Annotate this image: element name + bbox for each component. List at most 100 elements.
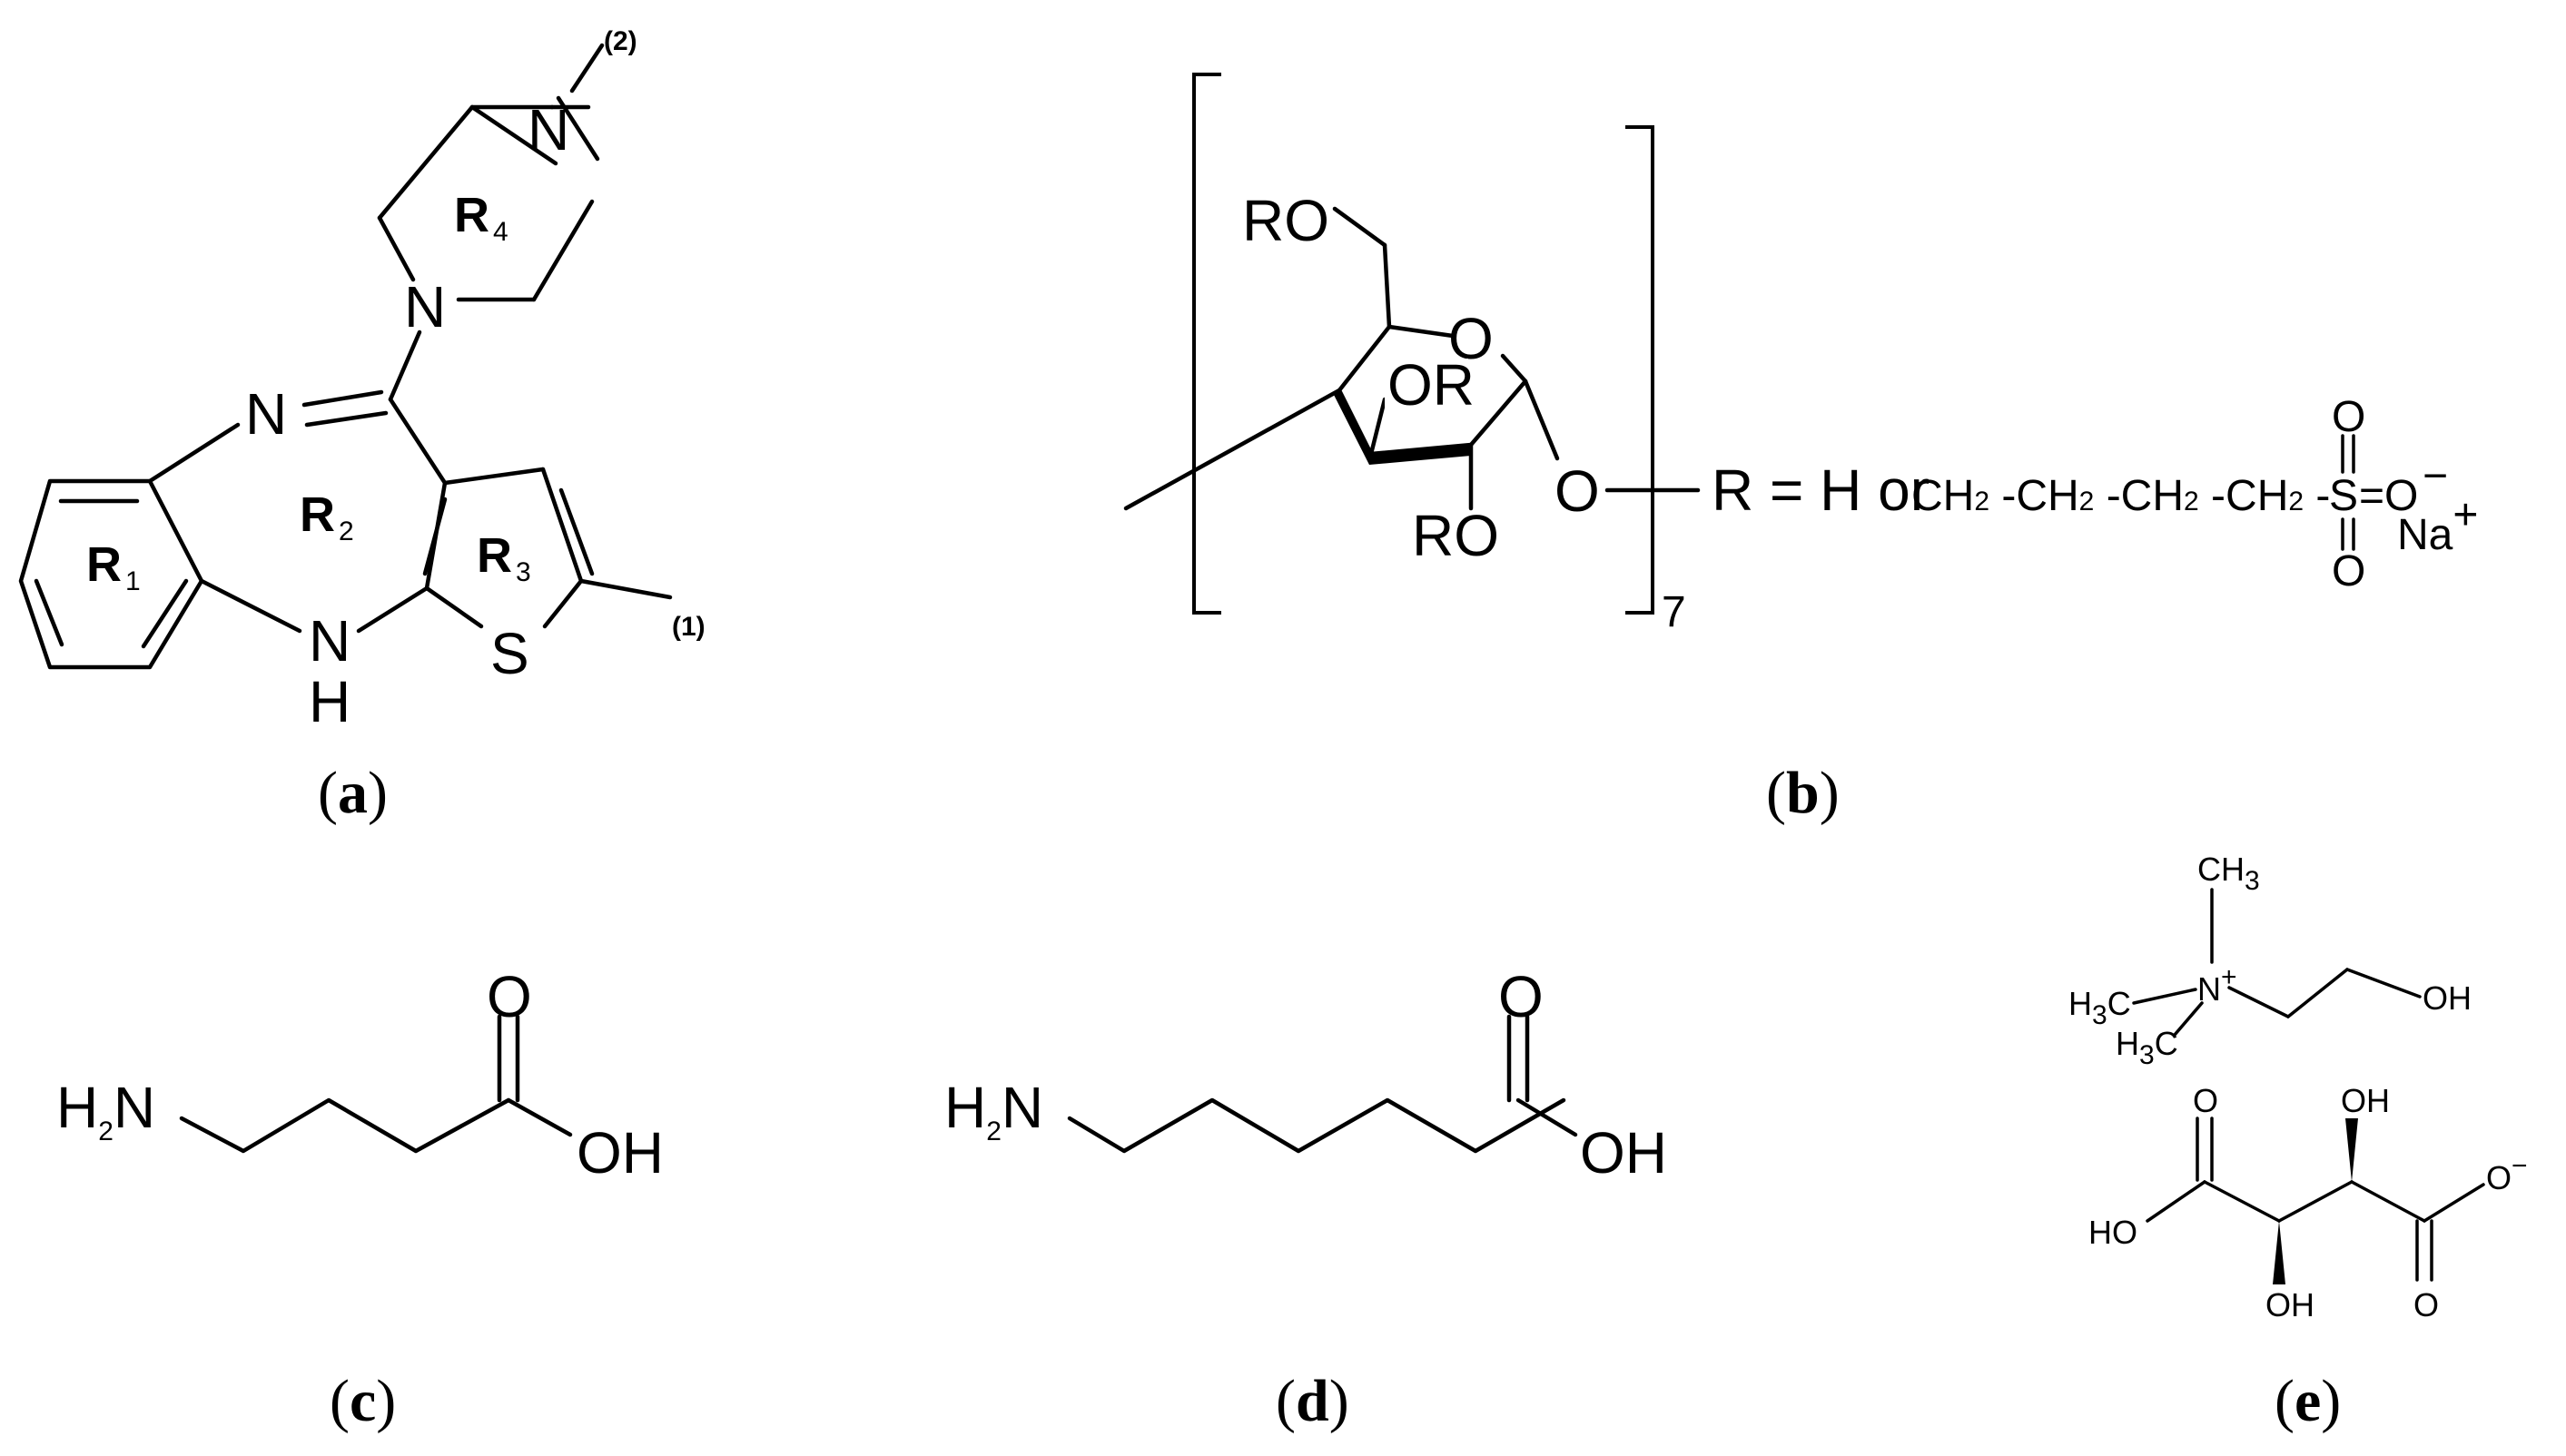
label-ro-bottom: RO xyxy=(1412,503,1499,568)
methyl-note-1: (1) xyxy=(672,612,706,642)
c5-c6-bond xyxy=(1382,242,1392,330)
c-c-bond xyxy=(2350,1180,2426,1223)
ho-c-bond xyxy=(2146,1180,2206,1223)
structure-e: CH3 N+ OH H3C H3C O HO OH OH O− O xyxy=(2068,851,2528,1323)
c-c-bond xyxy=(2277,1180,2354,1223)
structure-b: RO O OR RO O 7 R = H or CH2 -CH2 -CH2 -C… xyxy=(1123,73,2478,636)
label-oh-d: OH xyxy=(1580,1120,1667,1185)
atom-n-imine: N xyxy=(245,381,287,447)
label-o-top: O xyxy=(2332,393,2365,441)
label-o-bottom-right: O xyxy=(2413,1286,2439,1323)
c-oh-bond-c xyxy=(506,1097,573,1137)
wedge-bond-oh-top xyxy=(2345,1118,2358,1182)
label-sodium: Na+ xyxy=(2397,491,2478,559)
c3-or-bond xyxy=(1368,397,1387,457)
label-o-bottom: O xyxy=(2332,547,2365,595)
label-h2n-d: H2N xyxy=(944,1075,1043,1146)
thiophene-bond xyxy=(442,467,546,486)
benzene-double-bond xyxy=(141,578,189,649)
label-oh-top: OH xyxy=(2341,1082,2390,1119)
atom-s: S xyxy=(490,621,529,686)
methyl-bond-2 xyxy=(569,43,605,93)
label-ch3-top: CH3 xyxy=(2197,851,2260,896)
label-ho: HO xyxy=(2088,1214,2137,1251)
atom-h: H xyxy=(309,669,350,734)
methyl-bond-1 xyxy=(578,578,673,600)
methyl-note-2: (2) xyxy=(604,26,637,56)
benzene-double-bond xyxy=(34,578,64,647)
label-oh-choline: OH xyxy=(2423,979,2472,1017)
thiophene-double-bond xyxy=(558,487,595,576)
ring-bond-c5-o xyxy=(1387,324,1456,339)
bond-c-c-imine xyxy=(388,397,448,486)
piperazine-bond xyxy=(377,215,416,282)
label-glyco-o: O xyxy=(1554,458,1600,524)
label-eq-o: =O xyxy=(2359,472,2418,520)
label-h2n-c: H2N xyxy=(56,1075,155,1146)
carbon-chain-c xyxy=(179,1097,511,1154)
piperazine-bond xyxy=(531,199,595,302)
label-o-d: O xyxy=(1498,964,1544,1029)
label-oh-bottom: OH xyxy=(2265,1286,2314,1323)
bond-c-n-imine xyxy=(147,422,241,484)
caption-d: (d) xyxy=(1276,1368,1349,1434)
label-n-plus: N+ xyxy=(2197,962,2237,1008)
sulfobutyl-chain: CH2 -CH2 -CH2 -CH2 - xyxy=(1911,472,2330,520)
label-o-c: O xyxy=(487,964,532,1029)
bond-nh-c xyxy=(356,585,429,634)
caption-b: (b) xyxy=(1766,760,1840,826)
bond-c-n-piperazine xyxy=(388,330,422,402)
label-oh-c: OH xyxy=(577,1120,664,1185)
label-sulfur: S xyxy=(2329,472,2358,520)
c4-chain-bond xyxy=(1123,388,1342,511)
c-c-bond xyxy=(2203,1180,2281,1223)
piperazine-bond xyxy=(469,104,558,166)
label-ro-top: RO xyxy=(1242,188,1329,253)
ch2-ch2-bond xyxy=(2286,968,2349,1018)
structure-c: H2N O OH xyxy=(56,964,664,1185)
ring-bond-o-c1 xyxy=(1500,353,1528,384)
label-repeat-7: 7 xyxy=(1662,588,1686,636)
repeat-bracket-left xyxy=(1192,73,1221,615)
repeat-bracket-right xyxy=(1625,125,1654,615)
n-ch2-bond xyxy=(2227,986,2290,1018)
piperazine-bond xyxy=(556,95,600,162)
label-r-definition: R = H or xyxy=(1712,457,1929,523)
atom-n-methyl: N xyxy=(528,97,569,162)
caption-c: (c) xyxy=(330,1368,396,1434)
c1-o-bond xyxy=(1523,379,1560,461)
atom-n-amine: N xyxy=(309,608,350,674)
ring-bond-c4-c5 xyxy=(1337,324,1392,393)
thiophene-bond xyxy=(540,467,584,584)
carbon-chain-d xyxy=(1067,1097,1566,1154)
ring-bond-c1-c2 xyxy=(1468,379,1528,448)
ch2-oh-bond xyxy=(2345,968,2422,999)
caption-e: (e) xyxy=(2275,1368,2341,1434)
label-o-minus-tartrate: O− xyxy=(2486,1151,2528,1196)
atom-n-piperazine: N xyxy=(404,274,446,339)
label-o-top-left: O xyxy=(2193,1082,2218,1119)
piperazine-bond xyxy=(377,104,475,221)
label-h3c-a: H3C xyxy=(2068,985,2131,1030)
c-ominus-bond xyxy=(2423,1183,2485,1223)
label-o-minus: − xyxy=(2423,452,2448,500)
imine-double-bond xyxy=(304,410,389,428)
or-label-mask xyxy=(1385,359,1468,408)
imine-double-bond xyxy=(301,389,384,408)
wedge-bond-oh-bottom xyxy=(2273,1221,2285,1284)
thiophene-bond-s xyxy=(424,585,484,629)
c-oh-bond-d xyxy=(1515,1097,1578,1137)
thiophene-double-bond xyxy=(422,497,448,576)
label-or: OR xyxy=(1387,352,1475,418)
bond-c-nh xyxy=(199,578,302,634)
structure-d: H2N O OH xyxy=(944,964,1667,1185)
caption-a: (a) xyxy=(318,760,388,826)
label-h3c-b: H3C xyxy=(2116,1025,2178,1070)
n-ch3-bond xyxy=(2173,1001,2204,1037)
